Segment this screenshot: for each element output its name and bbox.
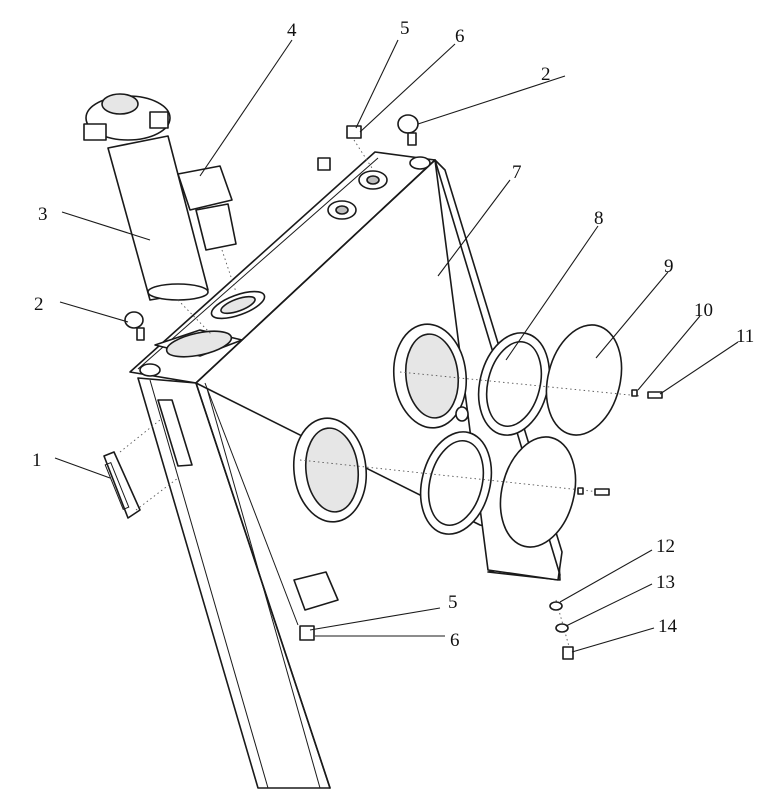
plug-axis — [353, 139, 373, 169]
breather-axis — [221, 249, 237, 293]
leader-6a — [359, 43, 456, 133]
callout-2-right: 2 — [541, 64, 551, 85]
air-breather — [177, 165, 237, 293]
callout-5-bottom: 5 — [448, 592, 458, 613]
washer-upper — [631, 389, 638, 397]
leader-lines — [54, 39, 739, 653]
window-hole-lower — [304, 427, 360, 513]
plug-bottom — [299, 625, 315, 641]
callout-1: 1 — [32, 450, 42, 471]
level-gauge-body — [103, 451, 141, 519]
top-opening-large — [165, 330, 233, 358]
drain-ring — [549, 601, 563, 611]
cover-plates — [499, 324, 623, 548]
filter-axis — [177, 299, 213, 336]
callout-3: 3 — [38, 204, 48, 225]
callout-2-left: 2 — [34, 294, 44, 315]
breather-stem — [195, 203, 237, 251]
screw-lower — [594, 488, 610, 496]
leader-8 — [505, 225, 599, 361]
callout-5-top: 5 — [400, 18, 410, 39]
breather-head — [177, 165, 233, 211]
drain-washer — [555, 623, 569, 633]
plug-top — [346, 125, 373, 169]
eye-bolt-ring — [124, 311, 144, 329]
tank-crease — [204, 382, 299, 626]
callout-6-top: 6 — [455, 26, 465, 47]
eye-bolt-left — [124, 311, 145, 341]
screws — [577, 389, 663, 496]
tank-front-corner — [195, 382, 331, 789]
filter-housing — [107, 135, 209, 301]
leader-4 — [199, 39, 293, 177]
leader-13 — [565, 583, 653, 627]
top-opening-small — [220, 295, 256, 315]
leader-2a — [59, 301, 129, 323]
leader-2b — [417, 75, 566, 125]
callouts: 1 2 2 3 4 5 5 6 6 7 8 9 10 11 12 13 14 — [32, 18, 754, 651]
plug-head — [346, 125, 362, 139]
tank-top-edge — [195, 159, 436, 384]
eye-bolt-right — [397, 114, 419, 146]
corner-boss-right — [409, 156, 431, 170]
filter-bottom — [147, 283, 209, 301]
callout-4: 4 — [287, 20, 297, 41]
level-gauge — [103, 419, 179, 519]
callout-13: 13 — [656, 572, 675, 593]
eye-bolt-ring — [397, 114, 419, 134]
screw-upper — [647, 391, 663, 399]
eye-bolt-shank — [136, 327, 145, 341]
plug-head — [299, 625, 315, 641]
drain-parts — [549, 601, 574, 660]
callout-9: 9 — [664, 256, 674, 277]
drain-plug — [562, 646, 574, 660]
leader-3 — [61, 211, 151, 241]
leader-1 — [54, 457, 111, 479]
filter-outlet — [149, 111, 169, 129]
leader-12 — [559, 549, 653, 603]
leader-7 — [437, 179, 511, 277]
callout-7: 7 — [512, 162, 522, 183]
return-filter — [83, 93, 213, 336]
gaskets — [419, 332, 551, 535]
callout-14: 14 — [658, 616, 678, 637]
top-port-2-hole — [366, 175, 380, 185]
callout-6-bottom: 6 — [450, 630, 460, 651]
window-hole-upper — [404, 333, 460, 419]
panel-knob — [455, 406, 469, 422]
callout-8: 8 — [594, 208, 604, 229]
level-gauge-window — [104, 461, 130, 511]
leader-5a — [355, 39, 399, 129]
tank-top-rim — [137, 157, 379, 370]
leader-5b — [309, 607, 441, 631]
leader-14 — [571, 627, 655, 653]
callout-10: 10 — [694, 300, 713, 321]
lower-plate — [293, 571, 339, 611]
leader-9 — [595, 271, 669, 359]
window-axis-lower — [299, 459, 601, 493]
cover-plate-upper — [545, 324, 623, 436]
callout-11: 11 — [736, 326, 754, 347]
corner-boss-left — [139, 363, 161, 377]
filter-cap — [101, 93, 139, 115]
eye-bolt-shank — [407, 132, 417, 146]
leader-11 — [659, 341, 739, 395]
filter-inlet — [83, 123, 107, 141]
leader-10 — [637, 315, 701, 391]
top-plug — [317, 157, 331, 171]
gasket-lower-inner — [427, 440, 485, 526]
callout-12: 12 — [656, 536, 675, 557]
top-port-1-hole — [335, 205, 349, 215]
tank-front-edge — [149, 379, 269, 789]
side-plate — [157, 399, 193, 467]
gasket-upper-inner — [485, 341, 543, 427]
cover-plate-lower — [499, 436, 577, 548]
washer-lower — [577, 487, 584, 495]
